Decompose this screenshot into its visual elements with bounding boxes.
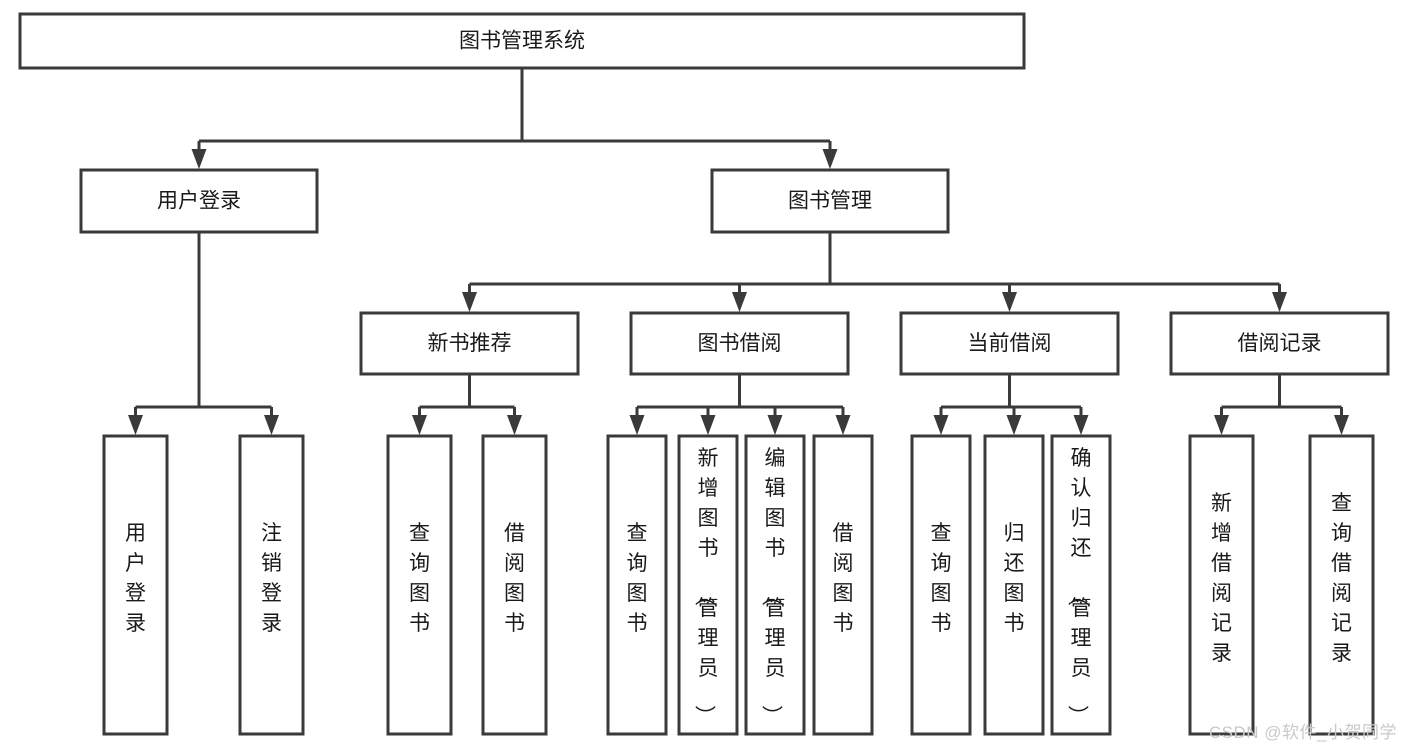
node-box-root[interactable] <box>18 12 1026 70</box>
node-label-leaf-borrow-book-1: 借阅图书 <box>504 522 525 635</box>
connector-group-book-borrow <box>629 374 851 435</box>
node-box-leaf-query-book-3[interactable] <box>910 434 972 736</box>
node-label-leaf-confirm-return: 确认归还（管理员） <box>1066 447 1092 726</box>
node-leaf-query-record[interactable]: 查询借阅记录 <box>1308 434 1375 736</box>
node-label-leaf-user-logout: 注销登录 <box>261 522 282 635</box>
arrow-head-icon <box>1002 292 1017 312</box>
node-box-leaf-query-book-2[interactable] <box>606 434 668 736</box>
arrow-head-icon <box>933 415 949 435</box>
node-book-manage[interactable]: 图书管理 <box>710 168 950 234</box>
arrow-head-icon <box>1334 415 1349 435</box>
node-label-user-login: 用户登录 <box>157 190 241 213</box>
node-box-leaf-return-book[interactable] <box>983 434 1045 736</box>
arrow-head-icon <box>128 415 143 435</box>
node-box-leaf-confirm-return[interactable] <box>1050 434 1112 736</box>
connector-group-borrow-record <box>1214 374 1349 435</box>
node-leaf-user-logout[interactable]: 注销登录 <box>238 434 305 736</box>
node-label-borrow-record: 借阅记录 <box>1238 332 1322 355</box>
arrow-head-icon <box>767 415 783 435</box>
node-borrow-record[interactable]: 借阅记录 <box>1169 311 1390 376</box>
node-box-leaf-borrow-book-1[interactable] <box>481 434 548 736</box>
watermark-label: CSDN @软件_小贺同学 <box>1208 723 1397 742</box>
node-label-new-book-recommend: 新书推荐 <box>428 332 512 355</box>
node-box-book-manage[interactable] <box>710 168 950 234</box>
arrow-head-icon <box>1006 415 1022 435</box>
node-leaf-edit-book[interactable]: 编辑图书（管理员） <box>744 434 806 736</box>
node-box-leaf-query-record[interactable] <box>1308 434 1375 736</box>
arrow-head-icon <box>1272 292 1287 312</box>
node-box-book-borrow[interactable] <box>629 311 850 376</box>
connector-group-book-manage <box>462 232 1287 312</box>
connector-group-current-borrow <box>933 374 1089 435</box>
node-box-leaf-query-book-1[interactable] <box>386 434 453 736</box>
node-label-leaf-borrow-book-2: 借阅图书 <box>833 522 854 635</box>
node-label-leaf-edit-book: 编辑图书（管理员） <box>760 447 786 726</box>
node-new-book-recommend[interactable]: 新书推荐 <box>359 311 580 376</box>
node-leaf-add-book[interactable]: 新增图书（管理员） <box>677 434 739 736</box>
node-box-new-book-recommend[interactable] <box>359 311 580 376</box>
arrow-head-icon <box>835 415 851 435</box>
node-label-leaf-return-book: 归还图书 <box>1004 522 1025 635</box>
node-leaf-confirm-return[interactable]: 确认归还（管理员） <box>1050 434 1112 736</box>
arrow-head-icon <box>700 415 716 435</box>
node-label-leaf-user-login: 用户登录 <box>125 522 146 635</box>
node-box-borrow-record[interactable] <box>1169 311 1390 376</box>
node-label-leaf-add-book: 新增图书（管理员） <box>693 447 719 726</box>
node-label-book-borrow: 图书借阅 <box>698 332 782 355</box>
arrow-head-icon <box>1214 415 1229 435</box>
node-current-borrow[interactable]: 当前借阅 <box>899 311 1120 376</box>
node-label-leaf-add-record: 新增借阅记录 <box>1211 492 1232 665</box>
node-book-borrow[interactable]: 图书借阅 <box>629 311 850 376</box>
node-label-book-manage: 图书管理 <box>788 190 872 213</box>
node-label-leaf-query-book-1: 查询图书 <box>409 522 430 635</box>
node-leaf-borrow-book-2[interactable]: 借阅图书 <box>812 434 874 736</box>
node-box-leaf-add-book[interactable] <box>677 434 739 736</box>
node-label-leaf-query-book-2: 查询图书 <box>627 522 648 635</box>
node-leaf-add-record[interactable]: 新增借阅记录 <box>1188 434 1255 736</box>
node-box-current-borrow[interactable] <box>899 311 1120 376</box>
node-label-leaf-query-record: 查询借阅记录 <box>1331 492 1352 665</box>
node-label-current-borrow: 当前借阅 <box>968 332 1052 355</box>
node-root[interactable]: 图书管理系统 <box>18 12 1026 70</box>
node-box-user-login[interactable] <box>79 168 319 234</box>
node-box-leaf-borrow-book-2[interactable] <box>812 434 874 736</box>
node-box-leaf-edit-book[interactable] <box>744 434 806 736</box>
node-leaf-return-book[interactable]: 归还图书 <box>983 434 1045 736</box>
arrow-head-icon <box>822 149 838 169</box>
arrow-head-icon <box>629 415 645 435</box>
node-box-leaf-user-login[interactable] <box>102 434 169 736</box>
node-box-leaf-add-record[interactable] <box>1188 434 1255 736</box>
connector-group-new-book-recommend <box>412 374 522 435</box>
arrow-head-icon <box>1073 415 1089 435</box>
node-label-leaf-query-book-3: 查询图书 <box>931 522 952 635</box>
node-leaf-borrow-book-1[interactable]: 借阅图书 <box>481 434 548 736</box>
node-leaf-query-book-1[interactable]: 查询图书 <box>386 434 453 736</box>
arrow-head-icon <box>191 149 207 169</box>
connector-group-user-login <box>128 232 279 435</box>
arrow-head-icon <box>507 415 522 435</box>
arrow-head-icon <box>732 292 747 312</box>
node-leaf-query-book-3[interactable]: 查询图书 <box>910 434 972 736</box>
node-box-leaf-user-logout[interactable] <box>238 434 305 736</box>
node-leaf-query-book-2[interactable]: 查询图书 <box>606 434 668 736</box>
connector-group-root <box>191 68 838 169</box>
arrow-head-icon <box>264 415 279 435</box>
node-leaf-user-login[interactable]: 用户登录 <box>102 434 169 736</box>
node-label-root: 图书管理系统 <box>459 30 585 53</box>
arrow-head-icon <box>412 415 427 435</box>
arrow-head-icon <box>462 292 477 312</box>
node-user-login[interactable]: 用户登录 <box>79 168 319 234</box>
